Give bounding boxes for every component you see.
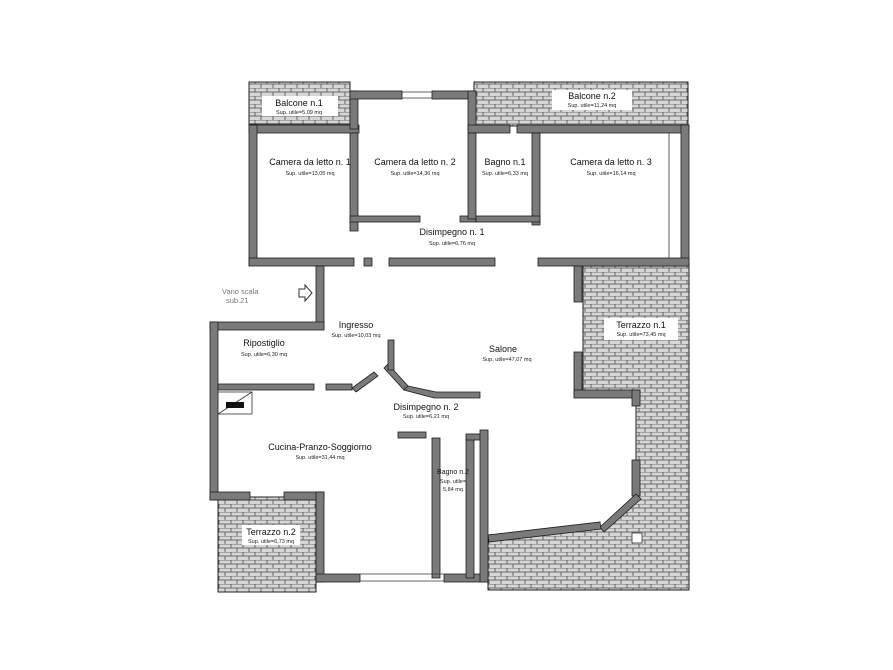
entrance-arrow-icon xyxy=(298,283,313,303)
room-camera-3-area: Sup. utile=16,14 mq xyxy=(586,171,635,177)
room-terrazzo-1-area: Sup. utile=73,45 mq xyxy=(616,332,665,338)
entrance-note-line2: sub.21 xyxy=(226,296,249,305)
kitchen-counter xyxy=(217,391,253,415)
room-balcone-1-name: Balcone n.1 xyxy=(275,98,323,108)
balcone-2-label-box xyxy=(552,90,632,110)
room-bagno-2-name: Bagno n.2 xyxy=(437,469,469,476)
terrazzo-1-paving xyxy=(487,265,690,591)
room-ripostiglio-name: Ripostiglio xyxy=(243,338,285,348)
room-salone-name: Salone xyxy=(489,344,517,354)
kitchen-hob xyxy=(226,402,244,408)
room-bagno-1-name: Bagno n.1 xyxy=(484,157,525,167)
terrace-drain-marker xyxy=(631,532,643,544)
room-balcone-1-area: Sup. utile=5,09 mq xyxy=(276,110,322,116)
terrazzo-2-label-box xyxy=(242,525,300,545)
room-salone-area: Sup. utile=47,07 mq xyxy=(482,357,531,363)
windows xyxy=(250,91,670,582)
room-camera-3-name: Camera da letto n. 3 xyxy=(570,157,652,167)
room-camera-1-area: Sup. utile=13,05 mq xyxy=(285,171,334,177)
room-ripostiglio-area: Sup. utile=6,30 mq xyxy=(241,352,287,358)
room-bagno-1-area: Sup. utile=6,33 mq xyxy=(482,171,528,177)
room-disimpegno-1-area: Sup. utile=6,76 mq xyxy=(429,241,475,247)
entrance-note-line1: Vano scala xyxy=(222,287,259,296)
room-disimpegno-2-area: Sup. utile=6,21 mq xyxy=(403,414,449,420)
room-cucina-name: Cucina-Pranzo-Soggiorno xyxy=(268,442,372,452)
room-cucina-area: Sup. utile=31,44 mq xyxy=(295,455,344,461)
balcone-1-label-box xyxy=(262,96,338,116)
walls xyxy=(209,90,690,583)
room-disimpegno-1-name: Disimpegno n. 1 xyxy=(419,227,484,237)
room-terrazzo-1-name: Terrazzo n.1 xyxy=(616,320,666,330)
room-camera-1-name: Camera da letto n. 1 xyxy=(269,157,351,167)
room-terrazzo-2-name: Terrazzo n.2 xyxy=(246,527,296,537)
room-terrazzo-2-area: Sup. utile=6,73 mq xyxy=(248,539,294,545)
room-disimpegno-2-name: Disimpegno n. 2 xyxy=(393,402,458,412)
room-ingresso-area: Sup. utile=10,03 mq xyxy=(331,333,380,339)
room-bagno-2-area-line1: Sup. utile= xyxy=(440,479,466,485)
room-balcone-2-name: Balcone n.2 xyxy=(568,91,616,101)
room-camera-2-area: Sup. utile=14,36 mq xyxy=(390,171,439,177)
room-ingresso-name: Ingresso xyxy=(339,320,374,330)
room-bagno-2-area-line2: 5,84 mq xyxy=(443,487,463,493)
room-camera-2-name: Camera da letto n. 2 xyxy=(374,157,456,167)
room-balcone-2-area: Sup. utile=11,24 mq xyxy=(568,103,617,109)
terrazzo-1-label-box xyxy=(604,318,678,340)
